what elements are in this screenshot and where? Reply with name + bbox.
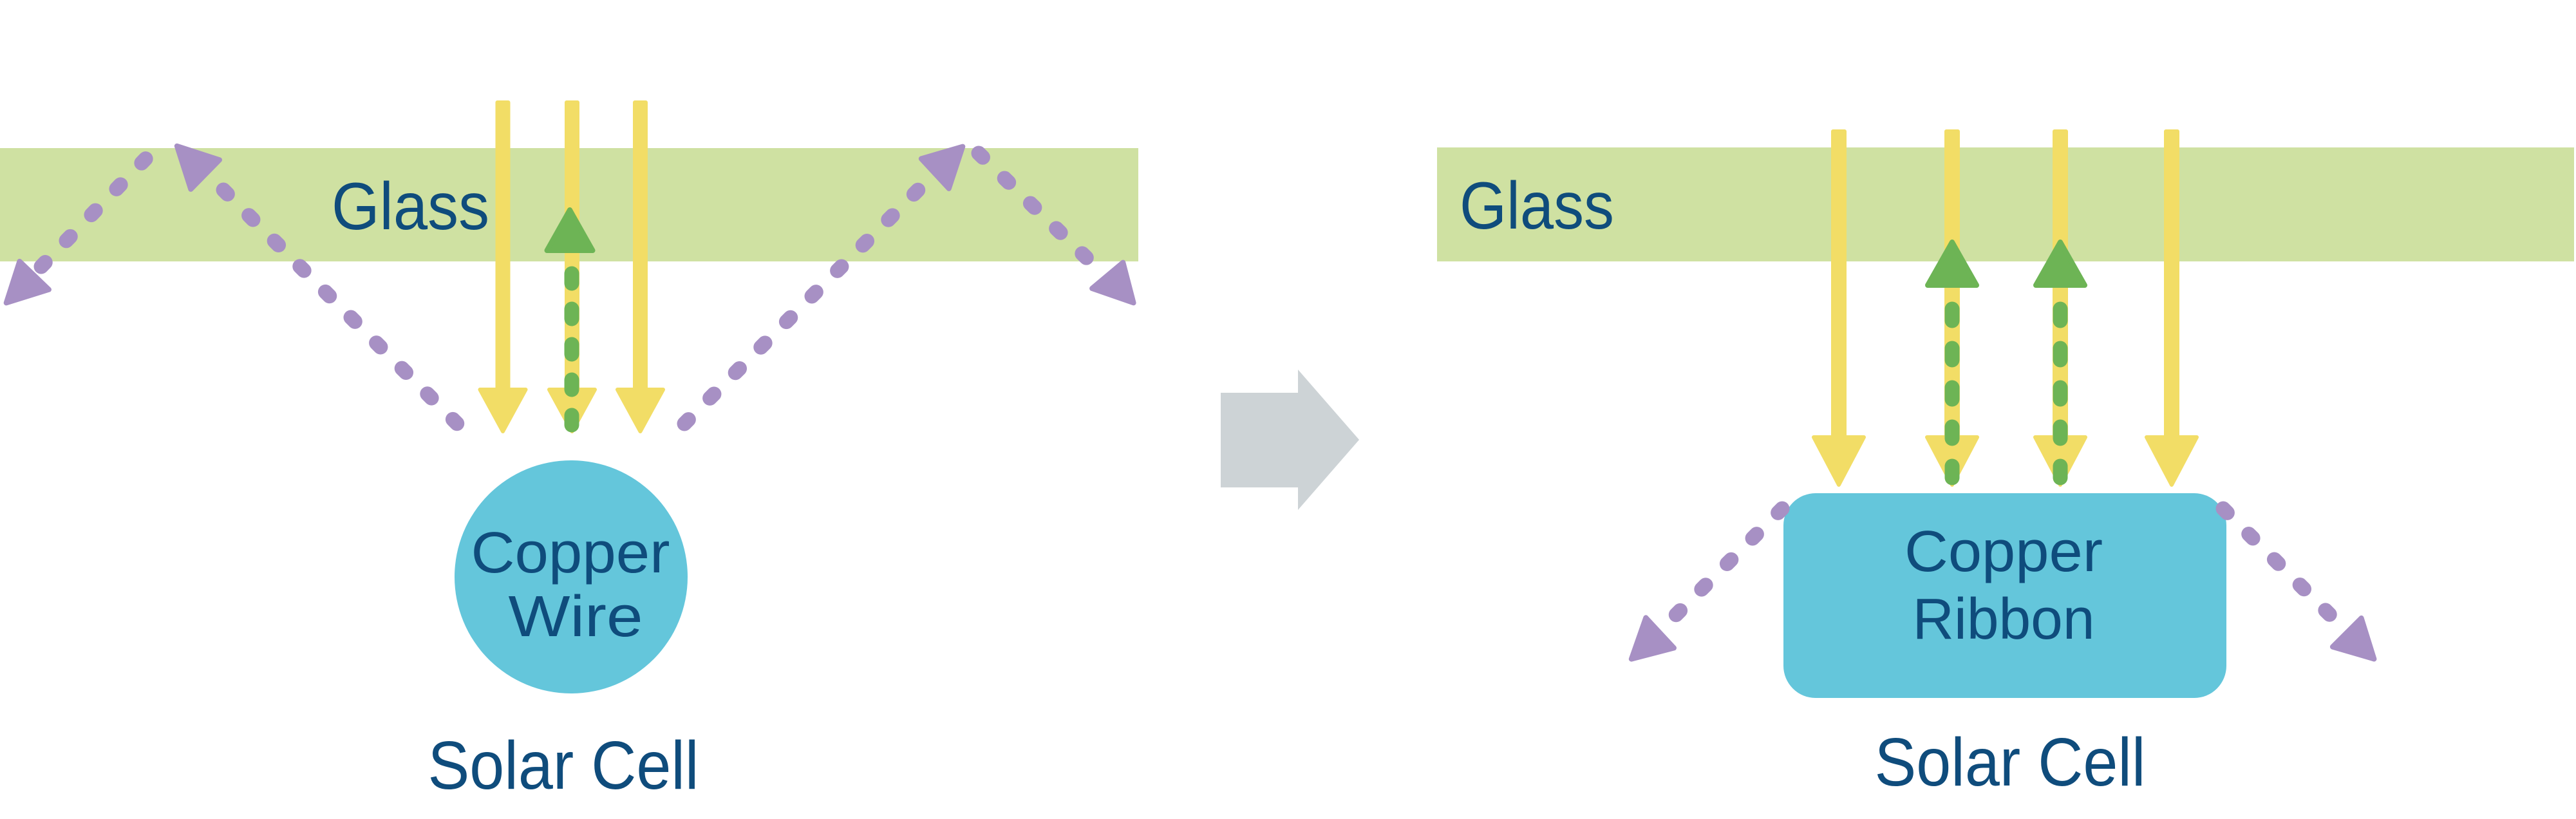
svg-text:Wire: Wire — [509, 585, 643, 649]
svg-text:Solar Cell: Solar Cell — [1875, 724, 2146, 800]
svg-text:Ribbon: Ribbon — [1913, 587, 2095, 652]
svg-text:Glass: Glass — [1460, 169, 1614, 243]
svg-text:Copper: Copper — [1904, 520, 2103, 584]
svg-text:Solar Cell: Solar Cell — [428, 728, 699, 804]
svg-text:Copper: Copper — [471, 521, 670, 585]
svg-text:Glass: Glass — [332, 169, 489, 244]
